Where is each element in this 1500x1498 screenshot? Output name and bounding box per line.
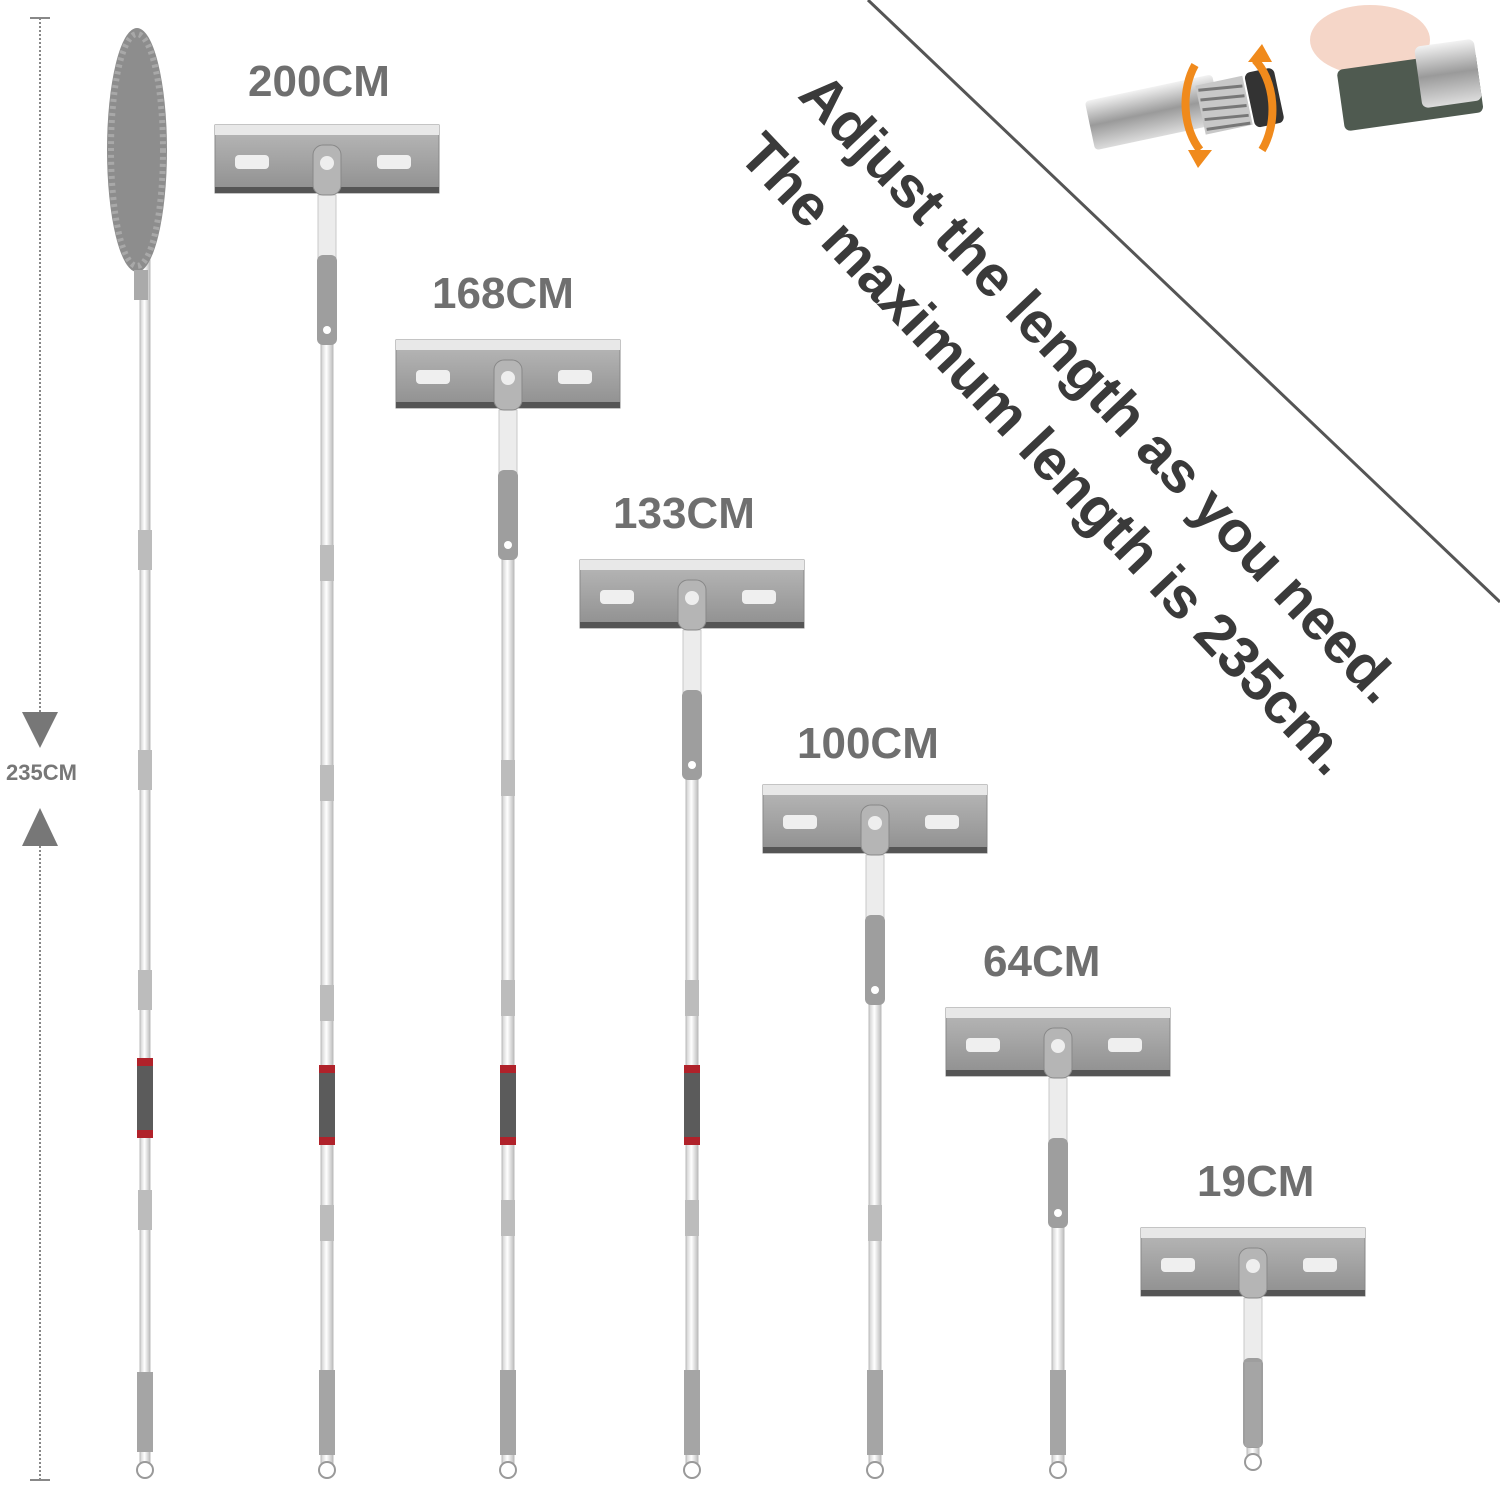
diagonal-divider [866,0,1500,604]
mop-tool-3 [579,559,805,1479]
mop-tool-1 [214,124,440,1479]
grip-handle [500,1065,516,1145]
length-label-19: 19CM [1197,1157,1315,1206]
mop-tool-2 [395,339,621,1479]
grip-handle [137,1058,153,1138]
microfiber-duster-head [107,28,167,272]
length-label-133: 133CM [613,489,755,538]
duster-tool [107,28,167,1479]
grip-handle [684,1065,700,1145]
length-label-64: 64CM [983,937,1101,986]
arrow-up-icon [22,808,58,846]
arrow-down-icon [22,712,58,748]
grip-handle [319,1065,335,1145]
twist-lock-detail [1085,5,1483,168]
mop-tool-4 [762,784,988,1479]
mop-tool-6 [1140,1227,1366,1471]
dimension-indicator [22,17,58,1481]
rotation-arrow-icon [1181,63,1204,153]
length-label-168: 168CM [432,269,574,318]
length-label-100: 100CM [797,719,939,768]
total-length-label: 235CM [6,760,77,785]
mop-tool-5 [945,1007,1171,1479]
length-label-200: 200CM [248,57,390,106]
mop-tools [214,124,1366,1479]
